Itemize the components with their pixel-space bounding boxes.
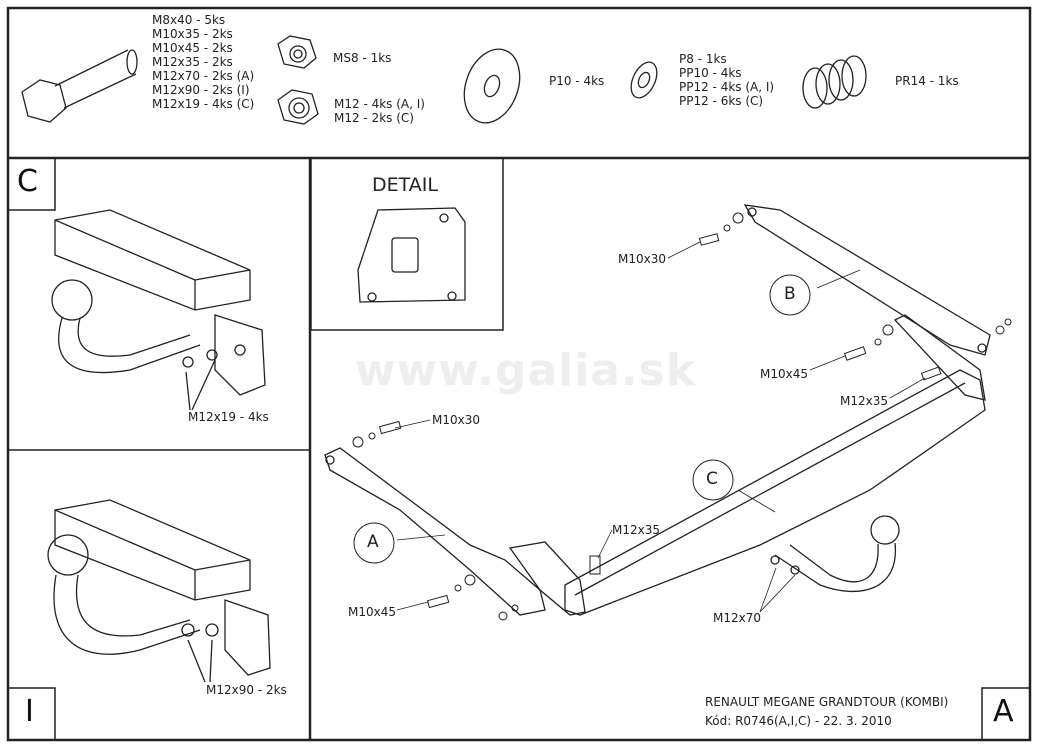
nut-icon (277, 35, 317, 69)
detail-title: DETAIL (372, 174, 438, 196)
hitch-c-drawing (51, 209, 266, 411)
panel-i-letter: I (25, 694, 34, 729)
part-label: PP10 - 4ks (679, 66, 742, 80)
watermark: www.galia.sk (355, 345, 697, 396)
bolt-list: M8x40 - 5ks M10x35 - 2ks M10x45 - 2ks M1… (152, 13, 254, 111)
part-label: M12x19 - 4ks (C) (152, 97, 255, 111)
part-label: M10x35 - 2ks (152, 27, 233, 41)
part-label: M12x35 - 2ks (152, 55, 233, 69)
part-label: PP12 - 6ks (C) (679, 94, 764, 108)
callout-c: C (706, 469, 718, 489)
leader-lines (394, 241, 926, 613)
crossbar-c-drawing (564, 369, 986, 616)
fastener-label: M12x70 (713, 611, 761, 625)
part-label: MS8 - 1ks (333, 51, 392, 65)
part-label: PP12 - 4ks (A, I) (679, 80, 775, 94)
detail-plate-drawing (357, 207, 466, 303)
part-label: P8 - 1ks (679, 52, 727, 66)
fastener-label: M10x45 (760, 367, 808, 381)
part-label: M8x40 - 5ks (152, 13, 226, 27)
spring-icon (802, 55, 867, 109)
nut-icon (277, 89, 319, 125)
fastener-label: M10x30 (432, 413, 480, 427)
part-label: M12 - 2ks (C) (334, 111, 414, 125)
callout-c-circle (692, 459, 734, 501)
part-label: M12 - 4ks (A, I) (334, 97, 425, 111)
bolt-icon (21, 49, 138, 123)
fastener-label: M12x35 (612, 523, 660, 537)
fastener-label: M12x35 (840, 394, 888, 408)
part-label: PR14 - 1ks (895, 74, 959, 88)
washer-icon (463, 48, 521, 124)
panel-c-label: M12x19 - 4ks (188, 410, 269, 424)
bracket-a-drawing (324, 447, 586, 616)
part-label: P10 - 4ks (549, 74, 605, 88)
callout-a-circle (353, 522, 395, 564)
washer-icon (630, 61, 658, 99)
washer-list: P8 - 1ks PP10 - 4ks PP12 - 4ks (A, I) PP… (679, 52, 774, 108)
part-label: M12x90 - 2ks (I) (152, 83, 250, 97)
hitch-a-drawing (770, 515, 900, 593)
part-label: M10x45 - 2ks (152, 41, 233, 55)
callout-b: B (784, 284, 796, 304)
detail-box (310, 157, 504, 331)
model-name: RENAULT MEGANE GRANDTOUR (KOMBI) (705, 695, 949, 709)
callout-b-circle (769, 274, 811, 316)
part-label: M12x70 - 2ks (A) (152, 69, 255, 83)
callout-a: A (367, 532, 379, 552)
outer-frame (6, 6, 1032, 742)
hitch-i-drawing (47, 499, 271, 683)
fastener-label: M10x30 (618, 252, 666, 266)
panel-a-letter: A (993, 694, 1014, 729)
nut-list: M12 - 4ks (A, I) M12 - 2ks (C) (334, 97, 425, 125)
panel-i-label: M12x90 - 2ks (206, 683, 287, 697)
panel-c-letter: C (17, 164, 38, 199)
product-code: Kód: R0746(A,I,C) - 22. 3. 2010 (705, 714, 892, 728)
fastener-label: M10x45 (348, 605, 396, 619)
bracket-b-drawing (743, 204, 991, 401)
fasteners (352, 212, 1012, 621)
